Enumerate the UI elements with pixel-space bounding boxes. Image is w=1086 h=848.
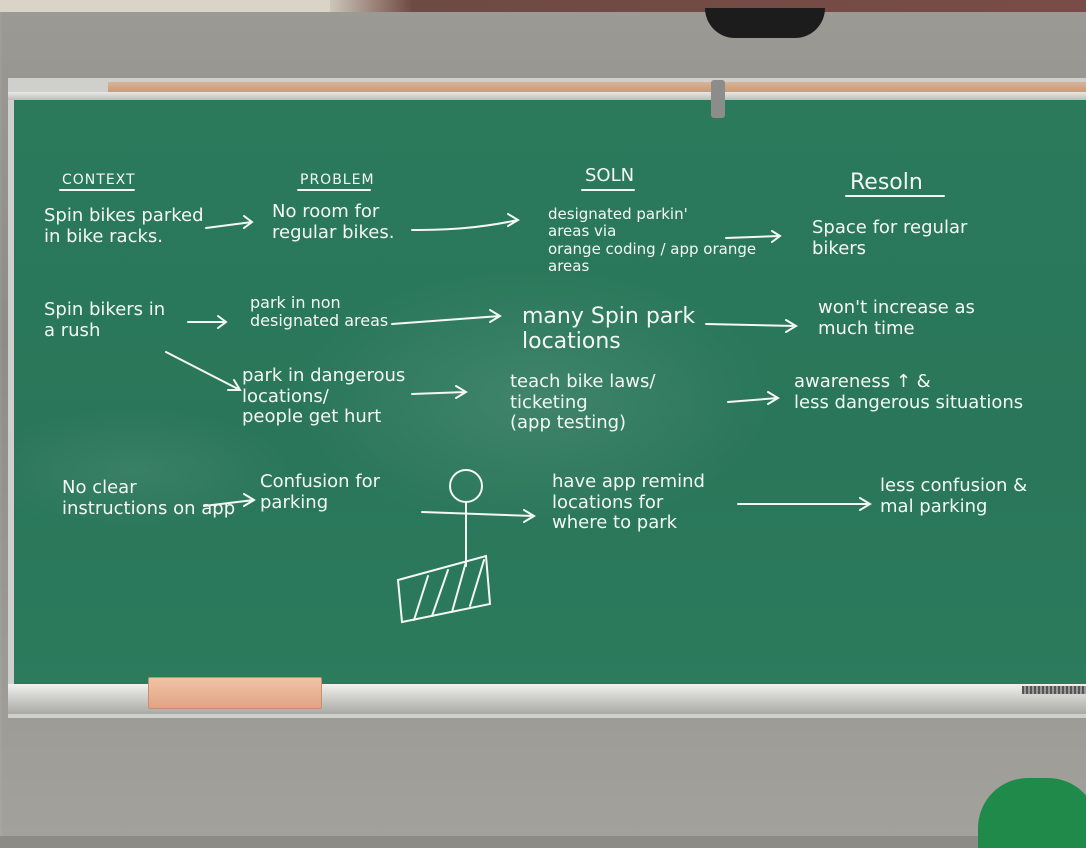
header-context: CONTEXT	[62, 172, 136, 188]
arrow-r2-a	[187, 315, 228, 329]
arrow-r4-a	[203, 493, 256, 507]
map-clip	[711, 80, 725, 118]
cork-strip	[108, 82, 1086, 92]
header-resoln: Resoln	[850, 170, 923, 195]
row1-reson: Space for regular bikers	[812, 217, 968, 259]
row3-soln: teach bike laws/ ticketing (app testing)	[510, 371, 656, 434]
row2-context: Spin bikers in a rush	[44, 299, 166, 341]
row3-problem: park in dangerous locations/ people get …	[242, 365, 406, 428]
arrow-r1-c	[725, 230, 782, 243]
header-problem: PROBLEM	[300, 172, 375, 188]
row4-reson: less confusion & mal parking	[880, 475, 1028, 517]
arrow-r4-c	[737, 497, 872, 511]
chalkboard	[14, 100, 1086, 684]
arrow-r2-diag	[165, 351, 242, 391]
map-rail	[8, 92, 1086, 100]
stick-figure-head	[449, 469, 483, 503]
row2-problem: park in non designated areas	[250, 293, 389, 331]
row2-reson: won't increase as much time	[818, 297, 975, 339]
row4-soln: have app remind locations for where to p…	[552, 471, 705, 534]
row1-context: Spin bikes parked in bike racks.	[44, 205, 204, 247]
chalkboard-eraser	[148, 677, 322, 709]
header-soln: SOLN	[585, 165, 635, 186]
row1-problem: No room for regular bikes.	[272, 201, 395, 243]
arrow-r1-a	[205, 215, 254, 229]
arrow-r1-b	[411, 213, 520, 231]
row1-soln: designated parkin' areas via orange codi…	[548, 205, 757, 275]
arrow-r3-a	[411, 385, 468, 399]
arrow-r2-c	[705, 319, 798, 333]
arrow-r4-b	[421, 509, 536, 523]
arrow-r3-b	[727, 391, 780, 405]
row2-soln: many Spin park locations	[522, 304, 696, 355]
row3-reson: awareness ↑ & less dangerous situations	[794, 371, 1024, 413]
stick-figure-hatch	[413, 559, 485, 621]
wall-clock	[705, 8, 825, 38]
row4-problem: Confusion for parking	[260, 471, 381, 513]
arrow-r2-b	[391, 309, 502, 325]
ceiling-light	[0, 0, 330, 12]
stick-figure-base	[396, 554, 492, 624]
wall-vent	[1022, 686, 1086, 694]
